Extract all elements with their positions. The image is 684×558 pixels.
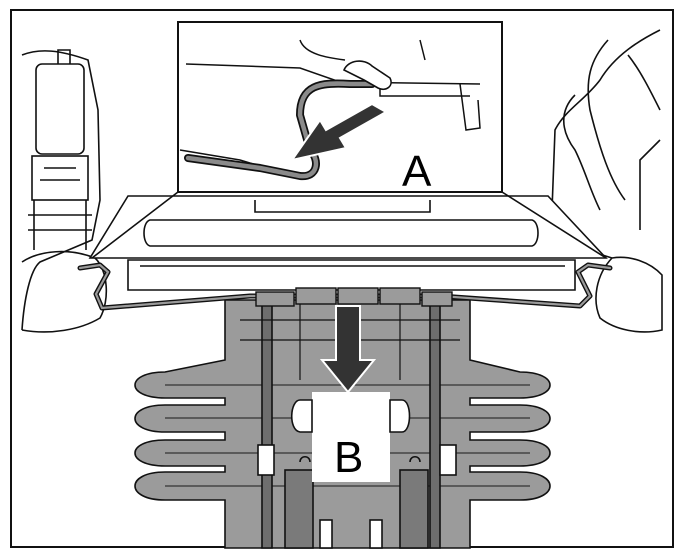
arrow-b xyxy=(319,305,377,394)
left-seat-side xyxy=(21,49,108,333)
label-a: A xyxy=(402,147,432,196)
cushion-tray xyxy=(88,195,608,291)
wire-clips xyxy=(255,287,453,307)
label-b: B xyxy=(334,433,363,482)
arrow-a xyxy=(289,102,389,162)
right-seat-side xyxy=(551,29,663,333)
callout-funnel xyxy=(91,191,607,259)
label-b-backdrop xyxy=(312,392,390,482)
frame-cutout xyxy=(290,399,411,433)
clip-hook xyxy=(342,60,392,91)
